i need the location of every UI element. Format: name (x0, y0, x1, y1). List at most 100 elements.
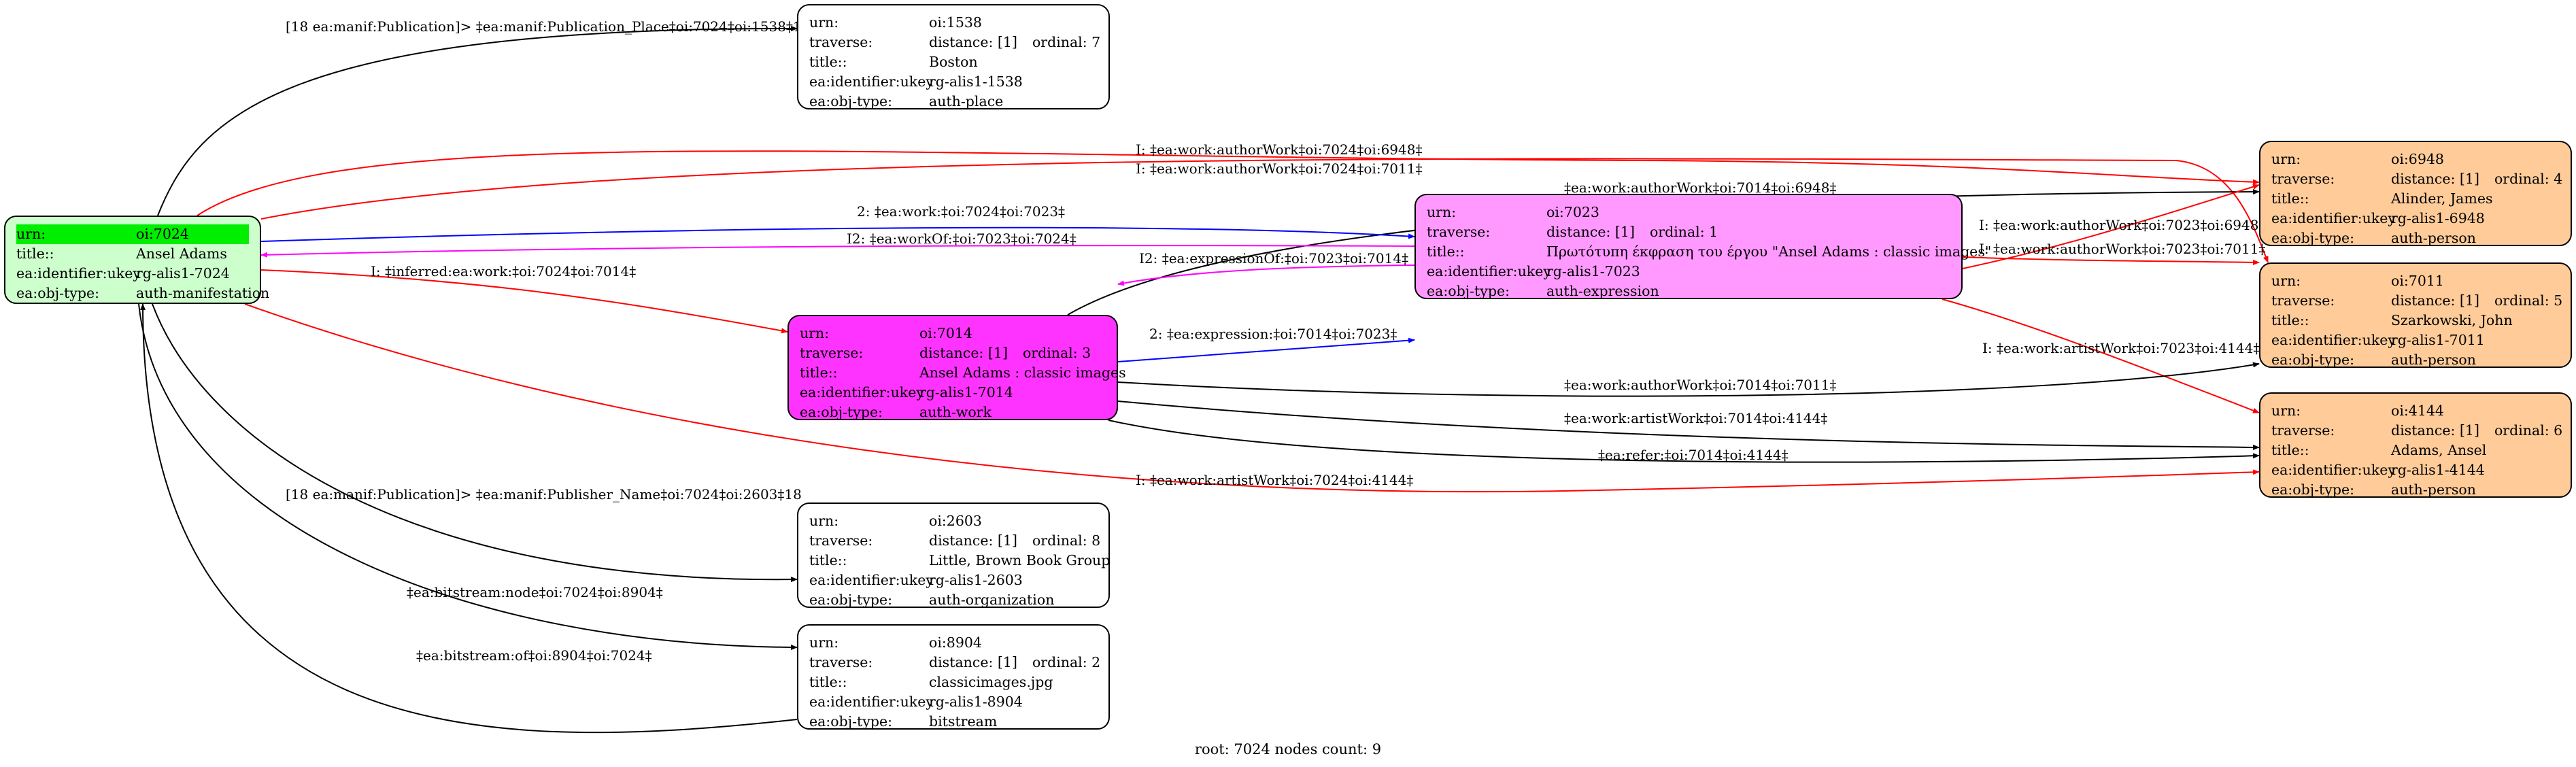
field-value-text: Little, Brown Book Group (929, 552, 1111, 568)
node-field-row: urn:oi:7011 (2271, 271, 2560, 291)
field-key: title:: (2271, 312, 2309, 328)
node-field-row: title::classicimages.jpg (809, 672, 1098, 692)
field-key: urn: (16, 224, 136, 244)
field-value-text: distance: [1] (2391, 422, 2479, 439)
field-key: ea:obj-type: (2271, 230, 2354, 246)
field-key: urn: (2271, 273, 2301, 289)
field-key: ea:obj-type: (16, 285, 99, 301)
field-key: ea:obj-type: (800, 404, 883, 420)
field-value-text: distance: [1] (2391, 292, 2479, 309)
field-value: rg-alis1-7023 (1546, 262, 1950, 282)
node-field-row: traverse:distance: [1]ordinal: 2 (809, 653, 1100, 672)
field-value: auth-person (2391, 480, 2560, 500)
edge-label: I2: ‡ea:expressionOf:‡oi:7023‡oi:7014‡ (1139, 250, 1408, 267)
field-key: traverse: (2271, 422, 2335, 439)
edge-label: ‡ea:refer:‡oi:7014‡oi:4144‡ (1598, 447, 1789, 463)
field-value: distance: [1]ordinal: 5 (2391, 291, 2562, 311)
edge-line (260, 245, 1415, 258)
node-field-row: urn:oi:2603 (809, 511, 1098, 531)
field-value-text: oi:4144 (2391, 403, 2444, 419)
field-value-text: rg-alis1-4144 (2391, 462, 2485, 478)
field-value: auth-place (929, 92, 1098, 112)
field-key: traverse: (800, 345, 864, 361)
field-value-text: rg-alis1-7014 (919, 384, 1013, 400)
node-field-row: ea:obj-type:auth-person (2271, 480, 2560, 500)
node-field-row: ea:obj-type:auth-organization (809, 590, 1098, 610)
field-key: ea:obj-type: (809, 93, 892, 109)
field-ordinal: ordinal: 8 (1032, 532, 1101, 549)
field-value: rg-alis1-7024 (136, 264, 249, 284)
edge-n7023-to-n7024: I2: ‡ea:workOf:‡oi:7023‡oi:7024‡ (260, 231, 1415, 258)
field-value: distance: [1] ordinal: 6 (2391, 421, 2562, 441)
field-value-text: rg-alis1-2603 (929, 572, 1023, 588)
edge-label: 2: ‡ea:work:‡oi:7024‡oi:7023‡ (857, 203, 1065, 220)
edge-label: ‡ea:work:authorWork‡oi:7014‡oi:6948‡ (1564, 180, 1836, 196)
node-field-row: title::Szarkowski, John (2271, 311, 2560, 330)
field-value: Πρωτότυπη έκφραση του έργου "Ansel Adams… (1546, 242, 1991, 262)
field-key: title:: (809, 54, 847, 70)
field-value-text: distance: [1] (929, 532, 1017, 549)
node-field-row: ea:obj-type:auth-person (2271, 350, 2560, 370)
edge-line (1942, 299, 2260, 413)
edge-n7024-to-n7011: I: ‡ea:work:authorWork‡oi:7024‡oi:7011‡ (260, 158, 2269, 263)
graph-footer: root: 7024 nodes count: 9 (1194, 741, 1382, 757)
field-key: title:: (1427, 243, 1465, 260)
field-key: title:: (809, 552, 847, 568)
field-key: urn: (800, 325, 830, 341)
node-oi-4144[interactable]: urn: oi:4144 traverse: distance: [1] ordinal… (2259, 392, 2572, 498)
field-value: auth-person (2391, 350, 2560, 370)
field-key: traverse: (2271, 171, 2335, 187)
node-field-row: urn:oi:7023 (1427, 203, 1950, 222)
field-key: traverse: (809, 654, 873, 670)
field-value: distance: [1]ordinal: 7 (929, 33, 1100, 52)
field-key: urn: (1427, 204, 1457, 220)
field-key: traverse: (2271, 292, 2335, 309)
edge-n7024-to-n6948: I: ‡ea:work:authorWork‡oi:7024‡oi:6948‡ (197, 141, 2260, 216)
field-value-text: oi:6948 (2391, 151, 2444, 167)
field-ordinal: ordinal: 3 (1022, 345, 1091, 361)
field-key: title:: (16, 245, 54, 262)
field-key: urn: (809, 634, 839, 651)
field-value-text: Ansel Adams (136, 245, 227, 262)
field-key: ea:identifier:ukey (809, 694, 934, 710)
field-value: oi:1538 (929, 13, 1098, 33)
field-value-text: oi:2603 (929, 513, 982, 529)
field-value: rg-alis1-7014 (919, 383, 1106, 403)
node-field-row: traverse:distance: [1]ordinal: 8 (809, 531, 1101, 551)
edge-n7023-to-n4144: I: ‡ea:work:artistWork‡oi:7023‡oi:4144‡ (1942, 299, 2260, 413)
node-field-row: ea:obj-type: auth-place (809, 92, 1098, 112)
field-value: Boston (929, 52, 1098, 72)
field-key: ea:identifier:ukey (16, 265, 141, 282)
field-key: ea:identifier:ukey (809, 572, 934, 588)
field-value: rg-alis1-1538 (929, 72, 1098, 92)
edge-n7023-to-n7014: I2: ‡ea:expressionOf:‡oi:7023‡oi:7014‡ (1117, 250, 1415, 286)
node-field-row: ea:obj-type:auth-person (2271, 228, 2560, 248)
field-ordinal: ordinal: 6 (2494, 422, 2563, 439)
field-key: urn: (2271, 403, 2301, 419)
edge-n7014-to-n4144: ‡ea:work:artistWork‡oi:7014‡oi:4144‡ (1117, 400, 2260, 450)
edge-n7014-to-n7023: 2: ‡ea:expression:‡oi:7014‡oi:7023‡ (1117, 326, 1415, 362)
edge-n7014-to-n4144: ‡ea:refer:‡oi:7014‡oi:4144‡ (1108, 420, 2260, 463)
node-field-row: traverse:distance: [1]ordinal: 7 (809, 33, 1100, 52)
field-key: title:: (2271, 442, 2309, 458)
field-value-text: auth-expression (1546, 283, 1659, 299)
field-ordinal: ordinal: 7 (1032, 34, 1101, 50)
field-key: urn: (809, 14, 839, 31)
field-value-text: auth-person (2391, 352, 2476, 368)
edge-line (197, 150, 2260, 216)
edge-line (1117, 362, 2260, 397)
edge-n7024-to-n2603: [18 ea:manif:Publication]> ‡ea:manif:Pub… (152, 303, 802, 583)
